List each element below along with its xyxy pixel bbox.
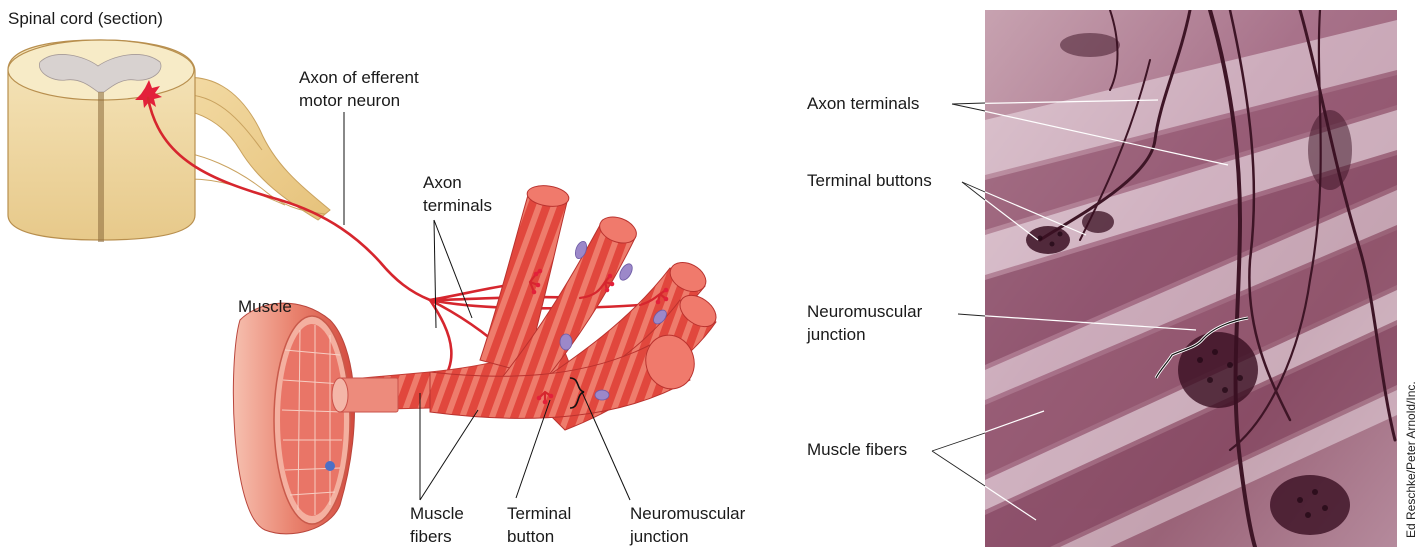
label-muscle-fibers-line2: fibers [410, 526, 452, 548]
label-terminal-button-line2: button [507, 526, 554, 548]
label-axon-efferent-line2: motor neuron [299, 90, 400, 112]
label-micrograph-nmj-line2: junction [807, 324, 866, 346]
spinal-cord [8, 40, 330, 242]
label-micrograph-terminal-buttons: Terminal buttons [807, 170, 932, 192]
label-axon-efferent-line1: Axon of efferent [299, 67, 419, 89]
label-spinal-cord: Spinal cord (section) [8, 8, 163, 30]
label-micrograph-muscle-fibers: Muscle fibers [807, 439, 907, 461]
label-micrograph-nmj-line1: Neuromuscular [807, 301, 922, 323]
micrograph-photo [985, 10, 1397, 547]
label-axon-terminals-line1: Axon [423, 172, 462, 194]
label-micrograph-axon-terminals: Axon terminals [807, 93, 919, 115]
label-terminal-button-line1: Terminal [507, 503, 571, 525]
label-nmj-line2: junction [630, 526, 689, 548]
label-muscle: Muscle [238, 296, 292, 318]
label-axon-terminals-line2: terminals [423, 195, 492, 217]
label-muscle-fibers-line1: Muscle [410, 503, 464, 525]
label-nmj-line1: Neuromuscular [630, 503, 745, 525]
photo-credit: Ed Reschke/Peter Arnold/Inc. [1404, 381, 1418, 538]
